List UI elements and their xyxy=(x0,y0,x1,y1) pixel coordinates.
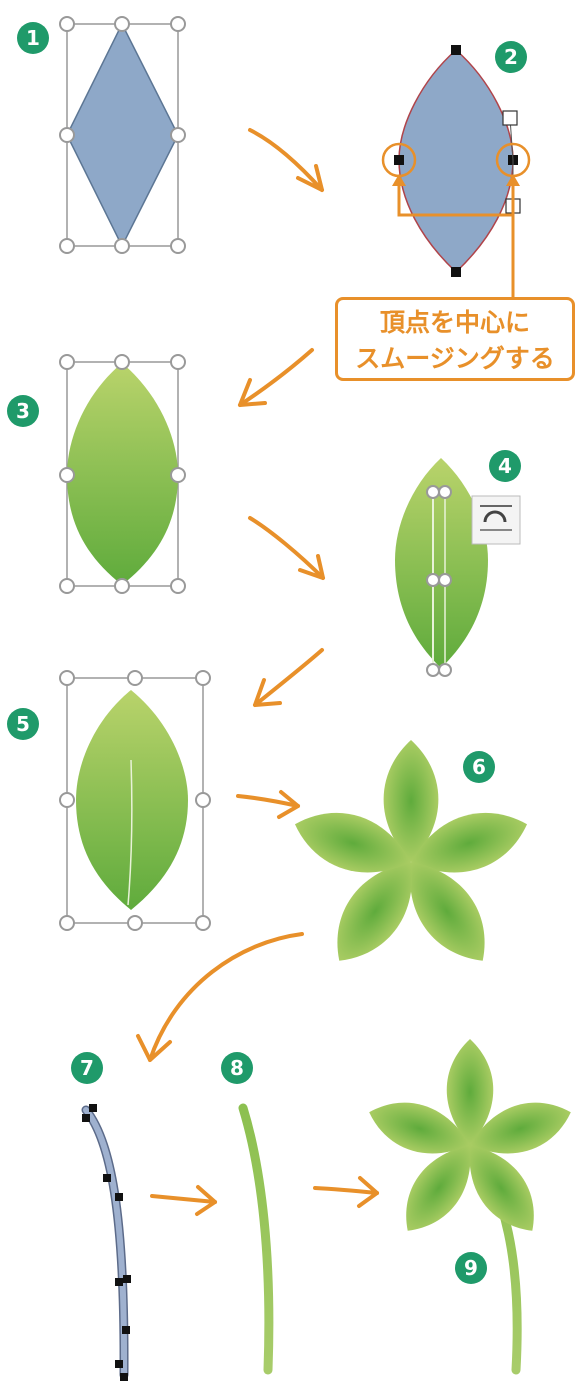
selection-handle-icon xyxy=(171,17,185,31)
selection-handle-icon xyxy=(196,916,210,930)
step-badge-7: 7 xyxy=(71,1052,103,1084)
svg-text:4: 4 xyxy=(498,454,512,478)
svg-text:7: 7 xyxy=(80,1056,94,1080)
edit-point-icon xyxy=(115,1193,123,1201)
selection-handle-icon xyxy=(60,17,74,31)
edit-point-icon xyxy=(120,1373,128,1381)
selection-handle-icon xyxy=(60,128,74,142)
step-badge-5: 5 xyxy=(7,708,39,740)
step5-group xyxy=(60,671,210,930)
selection-handle-icon xyxy=(115,17,129,31)
svg-text:3: 3 xyxy=(16,399,30,423)
edit-point-icon xyxy=(394,155,404,165)
selection-handle-icon xyxy=(60,671,74,685)
step-badge-4: 4 xyxy=(489,450,521,482)
selection-handle-icon xyxy=(171,579,185,593)
selection-handle-icon xyxy=(115,579,129,593)
selection-handle-icon xyxy=(60,579,74,593)
selection-handle-icon xyxy=(60,793,74,807)
step-badge-1: 1 xyxy=(17,22,49,54)
edit-point-icon xyxy=(115,1360,123,1368)
selection-handle-icon xyxy=(427,486,439,498)
svg-text:1: 1 xyxy=(26,26,40,50)
handle-square-icon xyxy=(503,111,517,125)
flower-shape xyxy=(287,740,536,977)
selection-handle-icon xyxy=(128,916,142,930)
selection-handle-icon xyxy=(439,664,451,676)
edit-point-icon xyxy=(115,1278,123,1286)
step-badge-3: 3 xyxy=(7,395,39,427)
diamond-shape xyxy=(67,24,178,246)
flower-shape xyxy=(362,1039,578,1244)
selection-handle-icon xyxy=(439,486,451,498)
step6-group xyxy=(287,740,536,977)
selection-handle-icon xyxy=(171,239,185,253)
svg-text:6: 6 xyxy=(472,755,486,779)
stem-shape xyxy=(243,1108,269,1370)
selection-handle-icon xyxy=(196,793,210,807)
callout-line-2: スムージングする xyxy=(338,341,572,377)
step-badge-2: 2 xyxy=(495,41,527,73)
step9-group xyxy=(362,1039,578,1370)
edit-point-icon xyxy=(451,45,461,55)
selection-handle-icon xyxy=(427,574,439,586)
selection-handle-icon xyxy=(128,671,142,685)
svg-text:8: 8 xyxy=(230,1056,244,1080)
edit-point-icon xyxy=(451,267,461,277)
orange-arrow-icon xyxy=(150,934,302,1060)
selection-handle-icon xyxy=(427,664,439,676)
svg-text:2: 2 xyxy=(504,45,518,69)
step-badge-6: 6 xyxy=(463,751,495,783)
text-wrap-icon xyxy=(472,496,520,544)
step8-group xyxy=(243,1108,269,1370)
step-badge-9: 9 xyxy=(455,1252,487,1284)
selection-handle-icon xyxy=(60,239,74,253)
step4-group xyxy=(395,458,520,676)
selection-handle-icon xyxy=(60,355,74,369)
callout-box: 頂点を中心に スムージングする xyxy=(335,297,575,381)
orange-arrow-icon xyxy=(152,1196,215,1202)
selection-handle-icon xyxy=(171,128,185,142)
orange-arrow-icon xyxy=(240,350,312,405)
selection-handle-icon xyxy=(115,239,129,253)
orange-arrow-icon xyxy=(250,130,322,190)
svg-text:9: 9 xyxy=(464,1256,478,1280)
selection-handle-icon xyxy=(439,574,451,586)
selection-handle-icon xyxy=(171,355,185,369)
selection-handle-icon xyxy=(115,355,129,369)
svg-text:5: 5 xyxy=(16,712,30,736)
orange-arrow-icon xyxy=(255,650,322,705)
callout-line-1: 頂点を中心に xyxy=(338,305,572,341)
step3-group xyxy=(60,355,185,593)
selection-handle-icon xyxy=(60,468,74,482)
step-badge-8: 8 xyxy=(221,1052,253,1084)
edit-point-icon xyxy=(89,1104,97,1112)
selection-handle-icon xyxy=(60,916,74,930)
step1-group xyxy=(60,17,185,253)
selection-handle-icon xyxy=(171,468,185,482)
orange-arrow-icon xyxy=(250,518,323,578)
edit-point-icon xyxy=(82,1114,90,1122)
arrows xyxy=(138,130,377,1214)
leaf-shape xyxy=(67,363,178,585)
selection-handle-icon xyxy=(196,671,210,685)
edit-point-icon xyxy=(123,1275,131,1283)
orange-arrow-icon xyxy=(315,1188,377,1193)
step7-group xyxy=(82,1104,131,1381)
edit-point-icon xyxy=(122,1326,130,1334)
step2-group xyxy=(383,45,529,297)
edit-point-icon xyxy=(103,1174,111,1182)
